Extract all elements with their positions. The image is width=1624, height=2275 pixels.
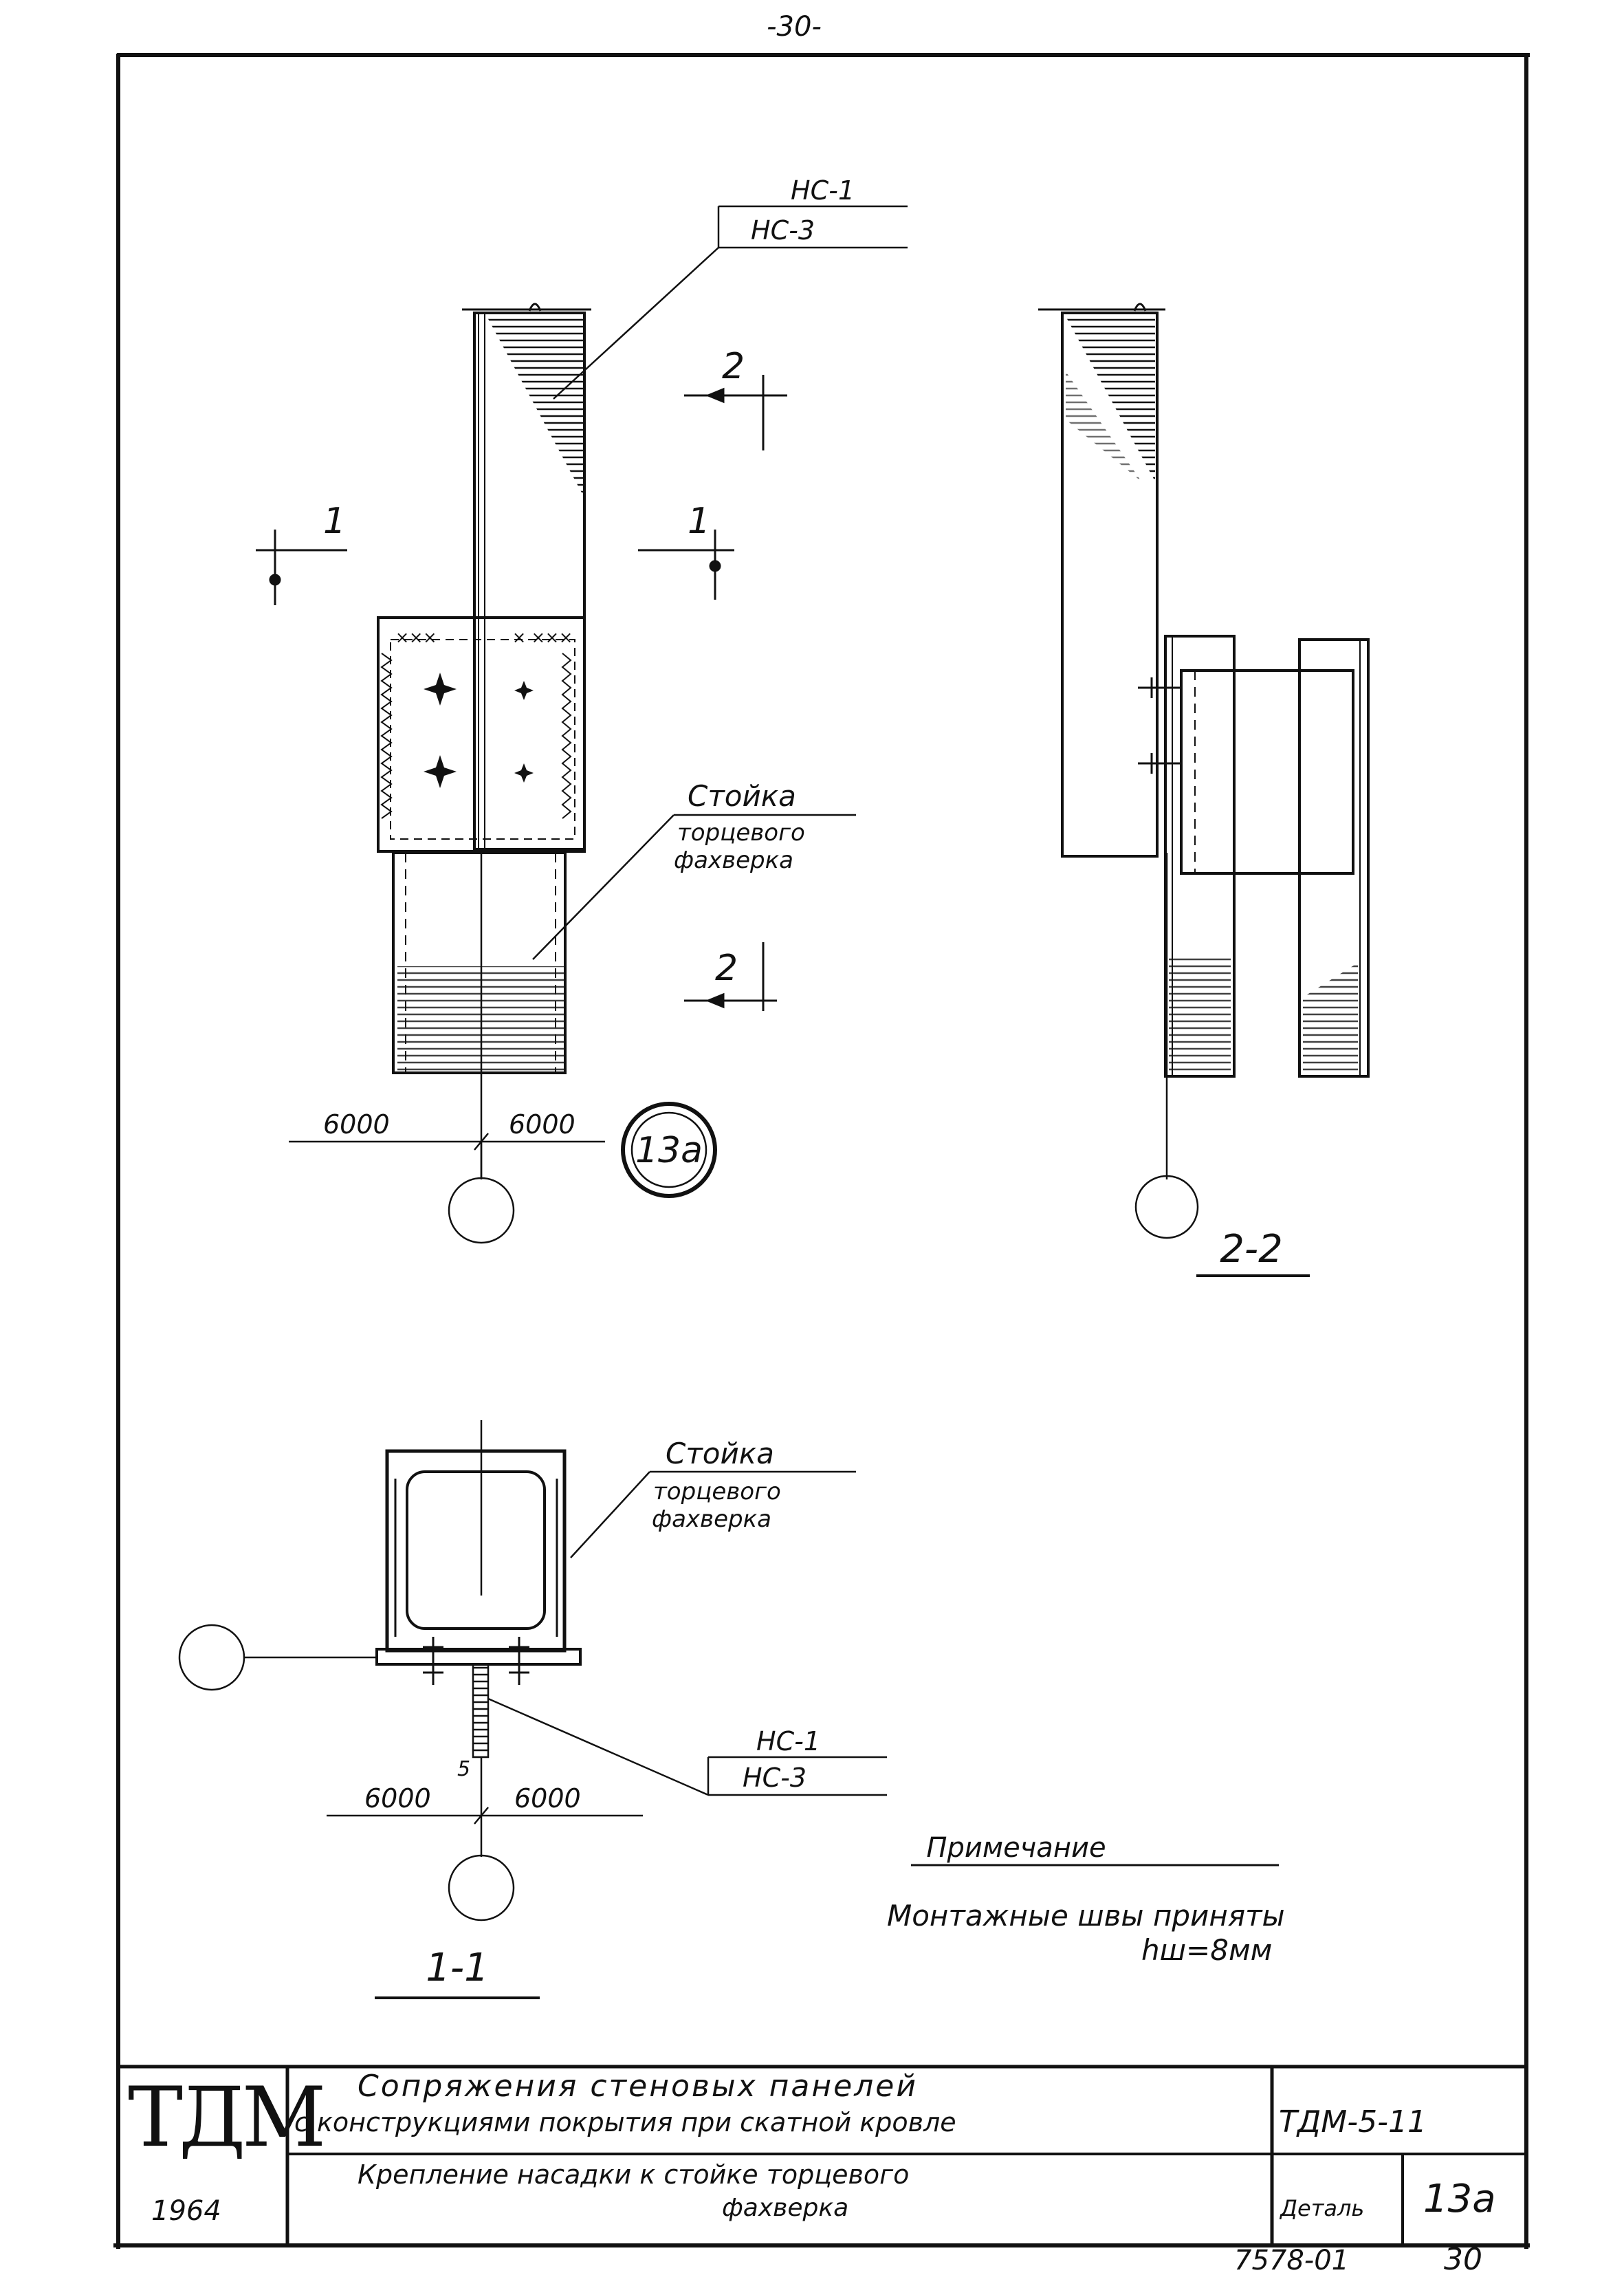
post-label-section-line2: торцевого xyxy=(653,1478,781,1505)
weld-marks-left xyxy=(380,653,393,819)
section-mark-1-right xyxy=(638,530,734,600)
post-leader-section xyxy=(570,1470,856,1558)
logo-tdm: ТДМ xyxy=(128,2070,326,2166)
bolt-side-2 xyxy=(1138,753,1183,774)
bolt-section-1 xyxy=(423,1637,443,1685)
dim-left: 6000 xyxy=(323,1109,390,1140)
svg-text:× ×××: × ××× xyxy=(512,628,573,647)
note-block: Примечание Монтажные швы приняты hш=8мм xyxy=(887,1832,1285,1967)
note-line2: hш=8мм xyxy=(1141,1933,1272,1967)
detail-number: 13a xyxy=(1423,2177,1496,2221)
sheet-number: 30 xyxy=(1444,2242,1482,2275)
detail-mark: 13a xyxy=(635,1130,703,1171)
section-1-1-title: 1-1 xyxy=(426,1946,488,1990)
dim-right: 6000 xyxy=(509,1109,575,1140)
panel-leader xyxy=(553,205,908,400)
title-block-grid xyxy=(118,2065,1526,2245)
panel-label-section-hc3: HC-3 xyxy=(743,1763,806,1793)
post-label-line1: Стойка xyxy=(688,779,796,813)
note-line1: Монтажные швы приняты xyxy=(887,1899,1285,1933)
panel-label-hc1: HC-1 xyxy=(791,175,855,206)
section-2-2-title: 2-2 xyxy=(1220,1227,1282,1272)
bolt-star-1 xyxy=(424,673,457,706)
weld-size: 5 xyxy=(457,1757,470,1781)
section-mark-2-bottom xyxy=(684,942,777,1011)
weld-marks-right xyxy=(561,653,572,819)
bolt-star-2 xyxy=(424,755,457,788)
detail-label: Деталь xyxy=(1280,2195,1365,2221)
section-dimension-line xyxy=(327,1757,643,1922)
svg-text:×××: ××× xyxy=(395,628,437,647)
section-mark-2-top xyxy=(684,375,787,450)
page-number: -30- xyxy=(767,11,822,43)
title-line2: с конструкциями покрытия при скатной кро… xyxy=(294,2107,956,2137)
section-mark-1-left-label: 1 xyxy=(323,501,346,542)
panel-leader-section xyxy=(487,1697,887,1796)
section-mark-2-top-label: 2 xyxy=(722,346,745,387)
post-label-section-line1: Стойка xyxy=(666,1437,774,1470)
post-label-line3: фахверка xyxy=(674,847,793,874)
section-dim-left: 6000 xyxy=(364,1783,431,1814)
panel-label-section-hc1: HC-1 xyxy=(756,1726,820,1756)
section-mark-2-bottom-label: 2 xyxy=(715,948,738,989)
sheet-frame xyxy=(113,53,1530,2249)
post-label-section-line3: фахверка xyxy=(652,1505,771,1533)
bolt-small-1 xyxy=(514,681,534,700)
main-dimension-line xyxy=(289,1133,605,1244)
title-line1: Сопряжения стеновых панелей xyxy=(358,2069,918,2104)
year: 1964 xyxy=(151,2195,221,2227)
bolt-side-1 xyxy=(1138,677,1183,698)
section-mark-1-left xyxy=(256,530,347,605)
end-framing-post xyxy=(392,851,567,1179)
section-mark-1-right-label: 1 xyxy=(688,501,710,542)
archive-number: 7578-01 xyxy=(1234,2245,1349,2275)
main-elevation-view: ××× × ××× xyxy=(256,175,908,1244)
note-heading: Примечание xyxy=(926,1832,1106,1864)
panel-label-hc3: HC-3 xyxy=(751,215,815,246)
post-label-line2: торцевого xyxy=(677,819,805,847)
section-2-2-view: 2-2 xyxy=(1038,303,1370,1277)
wall-panel-column xyxy=(462,303,591,851)
subtitle-line1: Крепление насадки к стойке торцевого xyxy=(358,2159,910,2190)
nozzle-plate: ××× × ××× xyxy=(377,616,586,853)
detail-mark-circle xyxy=(621,1102,717,1198)
bolt-small-2 xyxy=(514,763,534,783)
bolt-section-2 xyxy=(509,1637,529,1685)
section-1-1-view: Стойка торцевого фахверка HC-1 HC-3 5 60… xyxy=(178,1420,887,1999)
subtitle-line2: фахверка xyxy=(722,2194,849,2222)
section-dim-right: 6000 xyxy=(514,1783,581,1814)
series-code: ТДМ-5-11 xyxy=(1279,2104,1427,2140)
post-leader xyxy=(532,814,856,960)
